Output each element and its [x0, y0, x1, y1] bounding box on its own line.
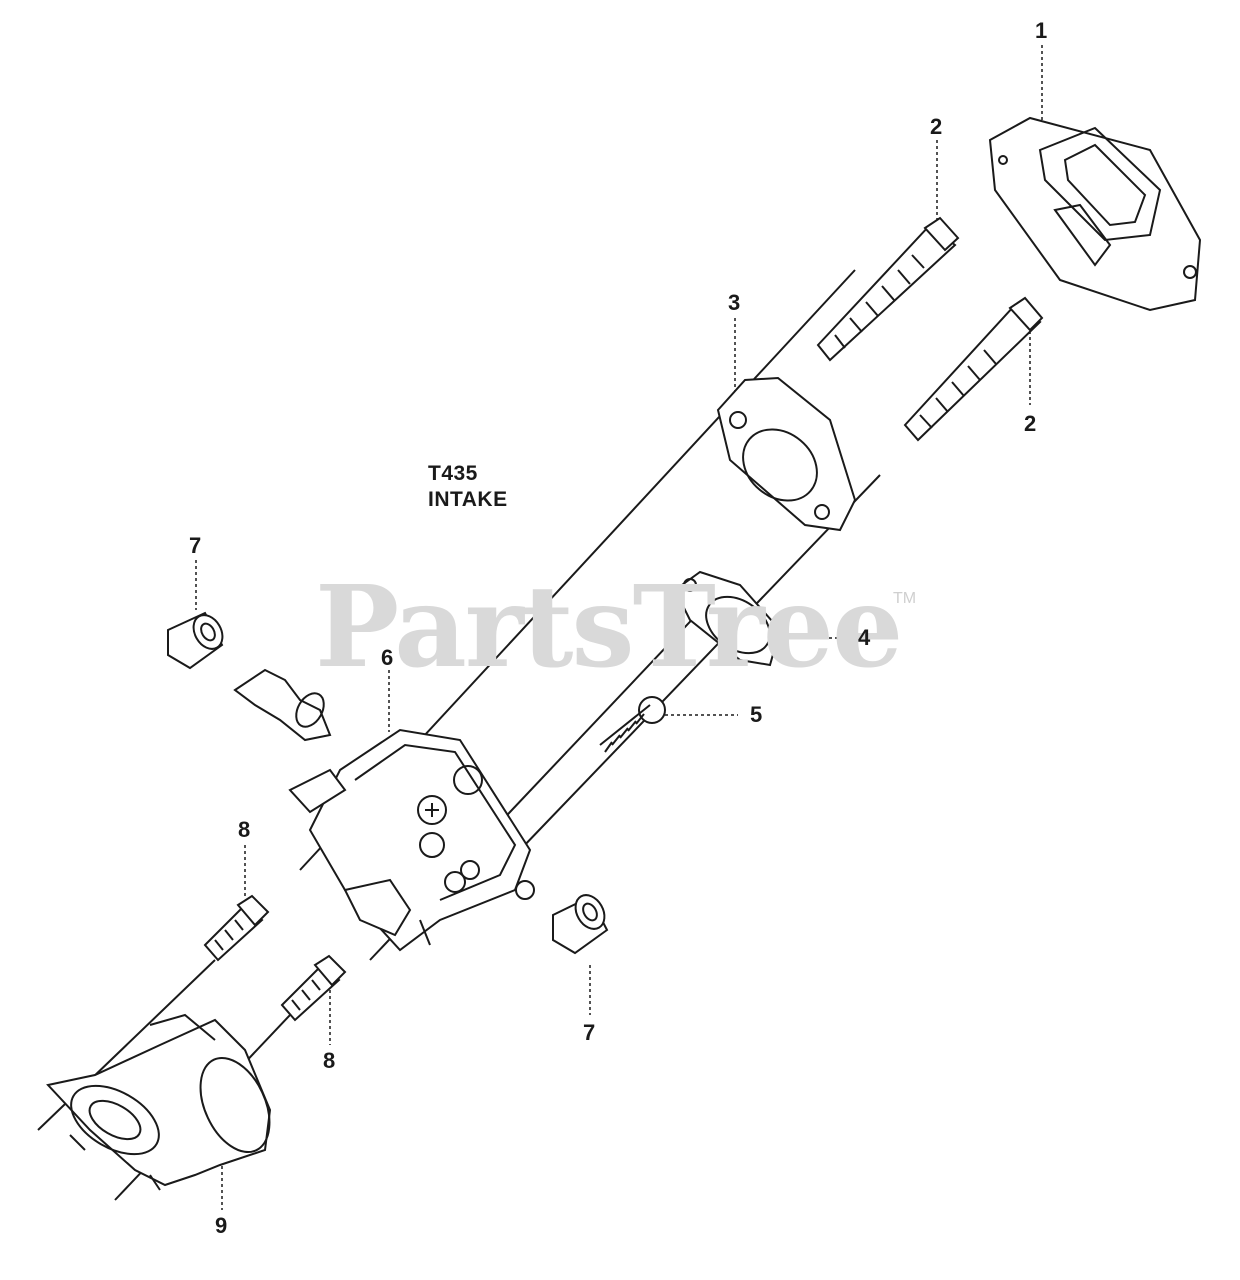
part-9-intake-manifold	[46, 1013, 272, 1191]
title-section: INTAKE	[428, 488, 508, 512]
callout-6[interactable]: 6	[381, 645, 394, 670]
title-model: T435	[428, 462, 478, 485]
callout-4[interactable]: 4	[858, 625, 871, 650]
callout-5[interactable]: 5	[750, 702, 763, 727]
watermark: PartsTree	[315, 562, 903, 693]
part-3-flange	[716, 376, 857, 532]
diagram-title: T435 INTAKE	[428, 461, 508, 514]
part-1-filter-cover	[988, 116, 1202, 312]
part-5-screw-spring	[599, 696, 666, 753]
part-7-spacer-lower	[552, 894, 609, 955]
callout-9[interactable]: 9	[215, 1213, 228, 1238]
callout-1[interactable]: 1	[1035, 18, 1048, 43]
trademark-mark: TM	[893, 590, 917, 607]
part-8-bolt-lower	[280, 954, 347, 1022]
part-6-carburetor	[233, 668, 535, 952]
callout-8-upper[interactable]: 8	[238, 817, 251, 842]
axis-line-lower	[519, 474, 881, 851]
callout-7-upper[interactable]: 7	[189, 533, 202, 558]
part-2-bolt-lower	[903, 296, 1044, 442]
callout-7-lower[interactable]: 7	[583, 1020, 596, 1045]
part-4-gasket	[673, 570, 782, 667]
part-8-bolt-upper	[203, 894, 270, 962]
callout-8-lower[interactable]: 8	[323, 1048, 336, 1073]
callout-2-upper[interactable]: 2	[930, 114, 943, 139]
part-2-bolt-upper	[816, 216, 960, 362]
part-7-spacer-upper	[167, 611, 224, 670]
callout-2-lower[interactable]: 2	[1024, 411, 1037, 436]
callout-3[interactable]: 3	[728, 290, 741, 315]
